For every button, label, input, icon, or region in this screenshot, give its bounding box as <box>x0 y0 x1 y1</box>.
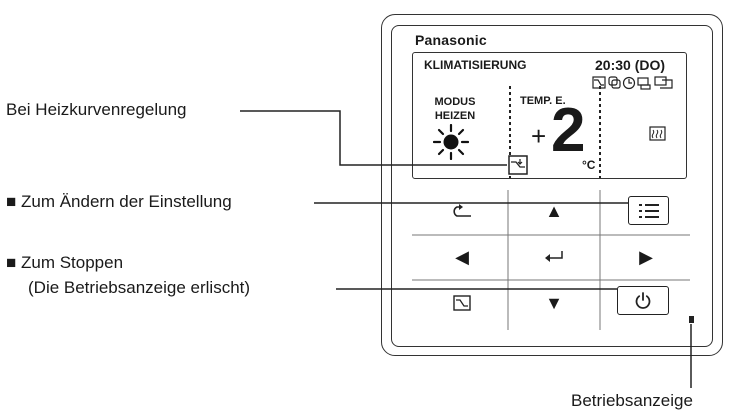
heater-icon <box>649 126 666 141</box>
remote-controller-panel <box>391 25 713 347</box>
brand-logo: Panasonic <box>415 32 487 48</box>
down-arrow-icon: ▼ <box>545 293 563 313</box>
callout-stop: ■ Zum Stoppen <box>6 253 124 272</box>
callout-stop-detail: (Die Betriebsanzeige erlischt) <box>28 278 251 297</box>
sun-icon <box>433 124 469 160</box>
button-grid-lines <box>412 190 690 330</box>
enter-icon <box>545 251 563 262</box>
power-button[interactable] <box>617 286 669 315</box>
enter-button[interactable] <box>516 237 592 277</box>
right-arrow-icon: ▶ <box>639 247 653 267</box>
copy-icon <box>608 76 621 89</box>
temp-unit: °C <box>582 158 596 172</box>
back-button[interactable] <box>424 191 500 231</box>
network-icon <box>654 76 673 89</box>
lcd-screen <box>412 52 687 179</box>
left-button[interactable]: ◀ <box>424 237 500 277</box>
mode-value: HEIZEN <box>434 110 476 122</box>
right-button[interactable]: ▶ <box>608 237 684 277</box>
menu-button[interactable] <box>628 196 669 225</box>
back-icon <box>453 204 471 217</box>
heat-curve-button[interactable] <box>424 283 500 323</box>
power-icon <box>635 291 651 309</box>
screen-clock: 20:30 (DO) <box>595 57 666 73</box>
mode-label: MODUS <box>434 96 476 108</box>
up-arrow-icon: ▲ <box>545 201 563 221</box>
status-icon-row <box>592 76 673 90</box>
leader-heating-curve <box>240 110 507 166</box>
callout-change-setting: ■ Zum Ändern der Einstellung <box>6 192 232 211</box>
status-lamp <box>689 316 694 323</box>
mode-display: MODUS HEIZEN <box>420 95 490 123</box>
temp-value: 2 <box>551 96 586 165</box>
left-arrow-icon: ◀ <box>455 247 469 267</box>
heat-curve-icon <box>508 155 528 175</box>
temp-label: TEMP. E. <box>520 95 566 107</box>
screen-title: KLIMATISIERUNG <box>424 58 527 72</box>
lock-icon <box>637 77 651 90</box>
callout-status-lamp: Betriebsanzeige <box>571 391 693 410</box>
timer-icon <box>622 76 636 90</box>
heat-curve-icon <box>453 295 471 311</box>
menu-icon <box>638 203 659 218</box>
remote-controller-frame <box>381 14 723 356</box>
down-button[interactable]: ▼ <box>516 283 592 323</box>
up-button[interactable]: ▲ <box>516 191 592 231</box>
callout-heating-curve: Bei Heizkurvenregelung <box>6 100 187 119</box>
temp-sign: + <box>531 121 547 151</box>
